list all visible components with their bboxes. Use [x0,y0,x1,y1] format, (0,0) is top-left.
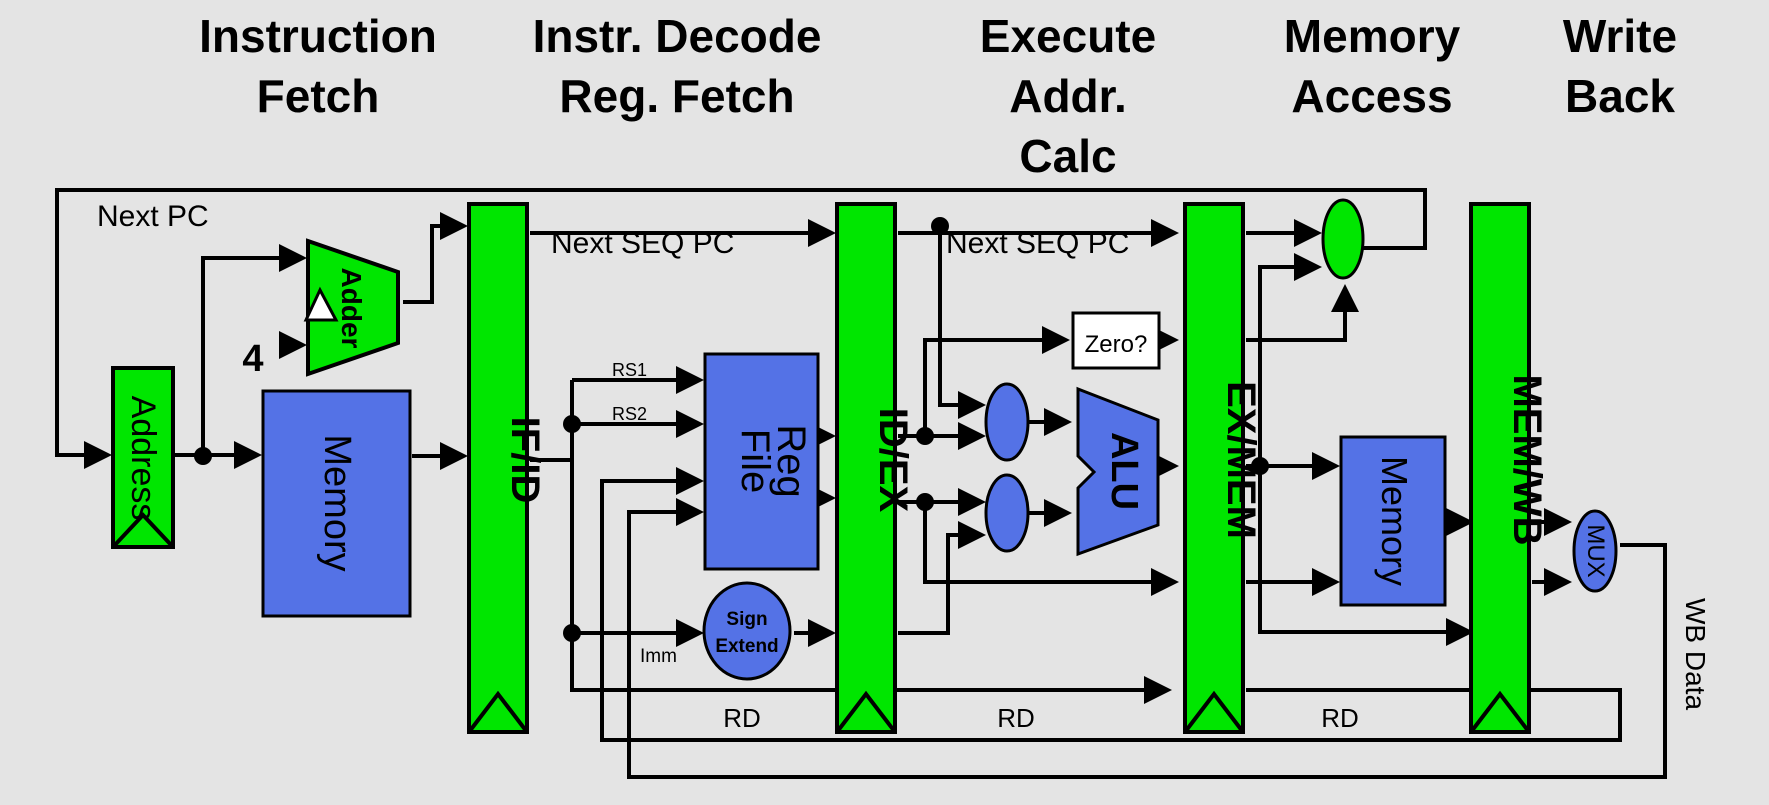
next-seq-pc-label-2: Next SEQ PC [946,227,1129,260]
svg-text:Addr.: Addr. [1009,70,1127,122]
mem-wb-register: MEM/WB [1469,202,1549,734]
svg-text:Adder: Adder [336,268,367,349]
svg-text:MUX: MUX [1582,524,1609,577]
id-ex-register: ID/EX [835,202,915,734]
stage-title-ex: Execute Addr. Calc [980,10,1156,182]
ex-mem-register: EX/MEM [1183,202,1263,734]
svg-text:Sign: Sign [726,609,767,630]
svg-text:Reg. Fetch: Reg. Fetch [559,70,794,122]
stage-title-id: Instr. Decode Reg. Fetch [533,10,822,122]
junction-dots [194,217,1269,642]
alu-operand-mux-b [984,473,1030,553]
svg-text:ALU: ALU [1103,432,1145,510]
svg-text:ID/EX: ID/EX [871,408,915,513]
imm-label: Imm [640,646,677,667]
branch-select-mux [1321,198,1365,280]
rd-label-2: RD [997,703,1035,733]
svg-text:Memory: Memory [316,434,358,571]
next-pc-label: Next PC [97,200,209,233]
svg-text:Write: Write [1563,10,1677,62]
zero-test: Zero? [1071,311,1161,370]
svg-text:Execute: Execute [980,10,1156,62]
svg-text:Back: Back [1565,70,1675,122]
svg-text:MEM/WB: MEM/WB [1505,374,1549,545]
svg-text:Instr. Decode: Instr. Decode [533,10,822,62]
svg-text:Calc: Calc [1019,130,1116,182]
pc-address-register: Address [111,366,175,549]
constant-four: 4 [242,338,263,380]
svg-text:Address: Address [124,396,162,521]
svg-text:File: File [733,429,777,493]
rd-label-3: RD [1321,703,1359,733]
alu: ALU [1076,386,1160,557]
wb-data-label: WB Data [1680,598,1711,710]
svg-text:Extend: Extend [715,636,778,657]
sign-extend: Sign Extend [702,581,792,681]
stage-title-if: Instruction Fetch [199,10,437,122]
svg-text:Reg: Reg [769,424,813,497]
svg-text:Instruction: Instruction [199,10,437,62]
svg-text:EX/MEM: EX/MEM [1219,381,1263,539]
next-seq-pc-label-1: Next SEQ PC [551,227,734,260]
pc-adder: Adder [303,238,400,377]
svg-text:Zero?: Zero? [1085,331,1148,358]
svg-text:Fetch: Fetch [257,70,380,122]
svg-text:IF/ID: IF/ID [503,417,547,504]
alu-operand-mux-a [984,382,1030,462]
rd-label-1: RD [723,703,761,733]
wires [55,188,1667,779]
svg-text:Access: Access [1291,70,1452,122]
writeback-mux: MUX [1572,509,1618,593]
if-id-register: IF/ID [467,202,547,734]
svg-text:Memory: Memory [1374,456,1415,586]
rs1-label: RS1 [612,360,647,380]
data-memory: Memory [1339,435,1447,607]
stage-title-mem: Memory Access [1284,10,1461,122]
svg-text:Memory: Memory [1284,10,1461,62]
instruction-memory: Memory [261,389,412,618]
stage-title-wb: Write Back [1563,10,1677,122]
register-file: Reg File [703,352,820,571]
rs2-label: RS2 [612,404,647,424]
